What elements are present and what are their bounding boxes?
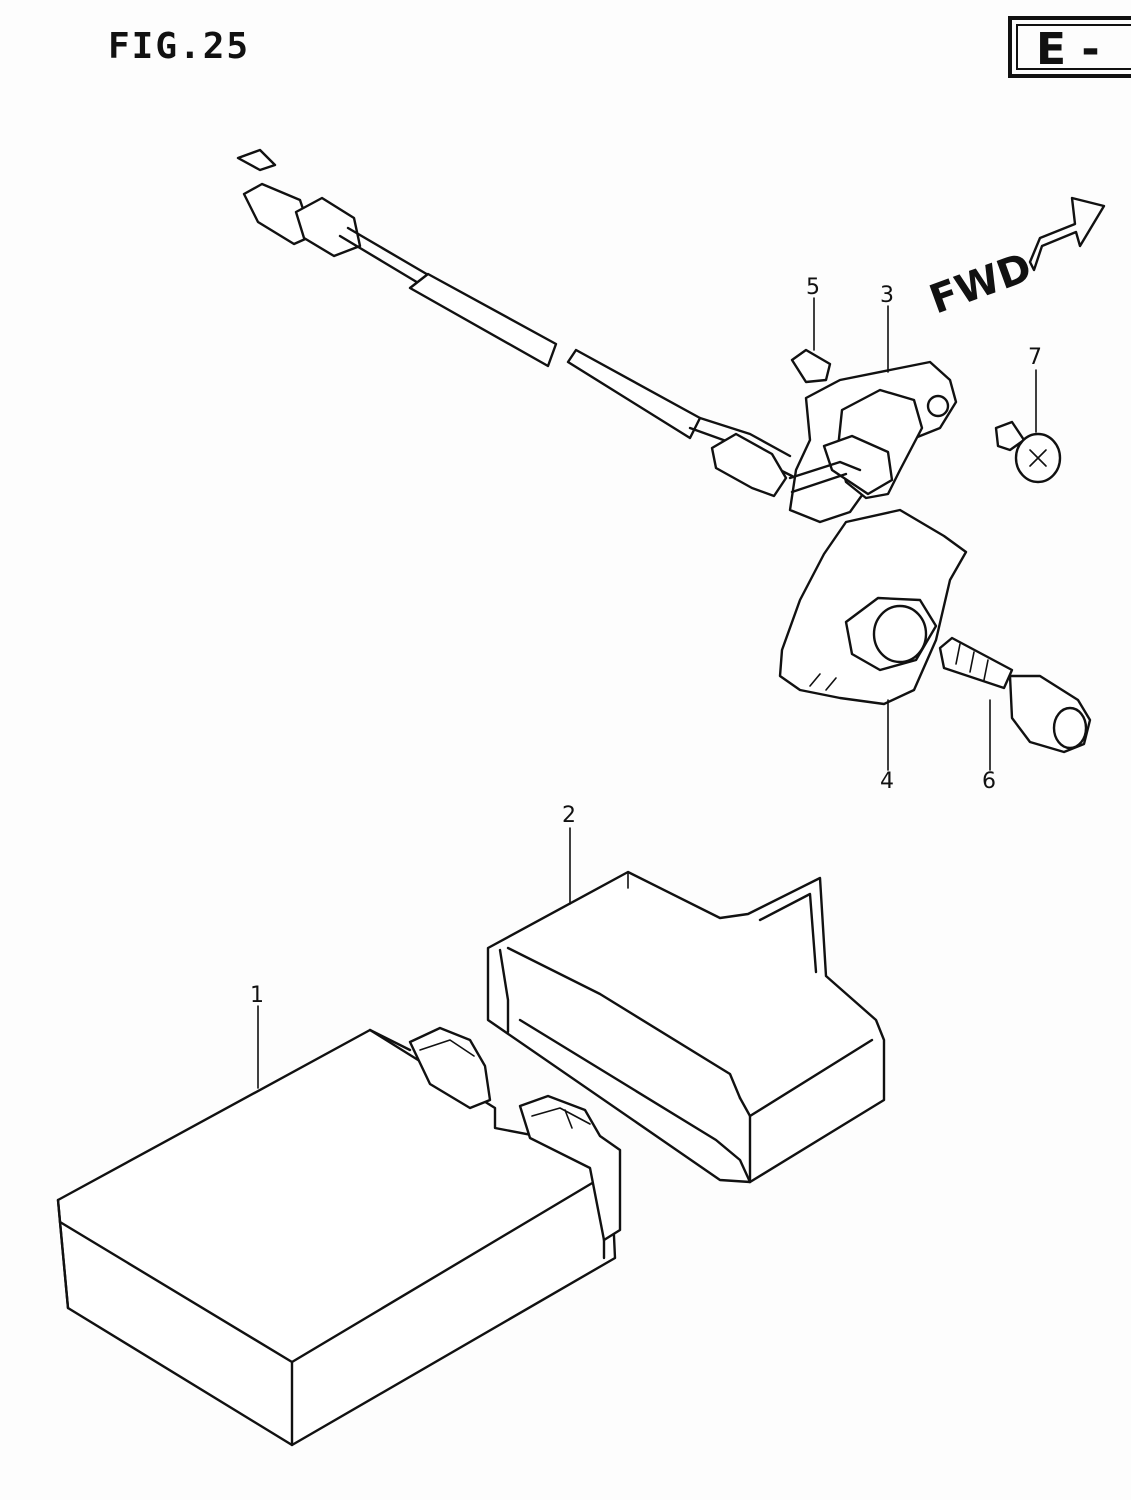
- section-code-box: E -: [1008, 16, 1131, 78]
- figure-title: FIG.25: [108, 26, 251, 67]
- part-2-holder-case: [486, 870, 886, 1184]
- forward-arrow-icon: [1028, 196, 1106, 272]
- callout-7: 7: [1028, 345, 1042, 370]
- forward-direction-indicator: FWD: [924, 196, 1106, 323]
- section-code: E -: [1036, 24, 1100, 75]
- part-6-bolt: [938, 636, 1092, 754]
- callout-leaders: [257, 297, 1037, 1089]
- callout-6: 6: [982, 769, 996, 794]
- part-7-screw: [994, 420, 1062, 484]
- callout-5: 5: [806, 275, 820, 300]
- part-5-pin: [790, 348, 832, 384]
- wiring-harness: [236, 148, 802, 498]
- callout-3: 3: [880, 283, 894, 308]
- part-1-ignitor-unit: [56, 1026, 622, 1447]
- callout-numbers: 1 2 3 4 5 6 7: [250, 275, 1042, 1008]
- callout-2: 2: [562, 803, 576, 828]
- fwd-label: FWD: [924, 244, 1038, 323]
- part-3-pickup-coil-plate: [788, 360, 958, 524]
- part-4-rotor-plate: [778, 508, 968, 706]
- callout-1: 1: [250, 983, 264, 1008]
- callout-4: 4: [880, 769, 894, 794]
